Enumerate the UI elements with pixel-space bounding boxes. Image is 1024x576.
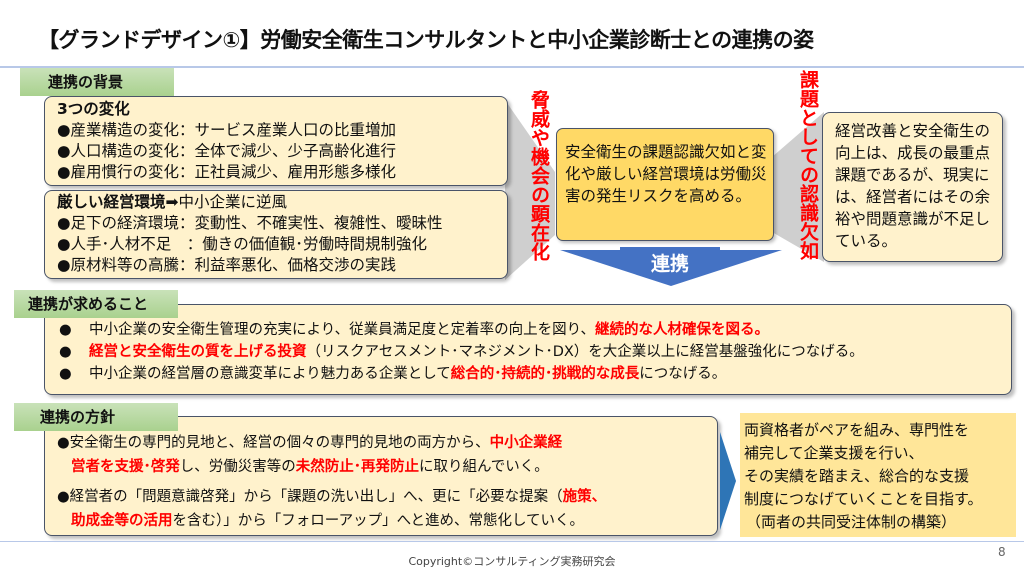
policy-item-1: ●安全衛生の専門的見地と、経営の個々の専門的見地の両方から、中小企業経	[57, 431, 717, 455]
goal-line: 制度につなげていくことを目指す。	[744, 490, 983, 508]
changes-heading: 3つの変化	[57, 100, 130, 118]
collab-arrow-label: 連携	[650, 253, 689, 275]
requirement-item: ●中小企業の安全衛生管理の充実により、従業員満足度と定着率の向上を図り、継続的な…	[59, 322, 770, 338]
requirement-item: ●経営と安全衛生の質を上げる投資（リスクアセスメント･マネジメント･DX）を大企…	[59, 344, 864, 360]
policy-box: ●安全衛生の専門的見地と、経営の個々の専門的見地の両方から、中小企業経 営者を支…	[44, 416, 718, 536]
segment: 中小企業の安全衛生管理の充実により、従業員満足度と定着率の向上を図り、	[89, 322, 596, 338]
policy-item-1-cont: 営者を支援･啓発し、労働災害等の未然防止･再発防止に取り組んでいく。	[57, 455, 717, 479]
segment: 経営と安全衛生の質を上げる投資	[89, 344, 307, 360]
segment: 中小企業の経営層の意識変革により魅力ある企業として	[89, 366, 451, 382]
issue-label: 課題としての認識欠如	[797, 70, 819, 260]
segment: 施策、	[562, 489, 607, 505]
segment: を含む）」から「フォローアップ」へと進め、常態化していく。	[172, 513, 585, 529]
policy-item-2: ●経営者の「問題意識啓発」から「課題の洗い出し」へ、更に「必要な提案（施策、	[57, 485, 717, 509]
requirements-box: ●中小企業の安全衛生管理の充実により、従業員満足度と定着率の向上を図り、継続的な…	[44, 304, 1012, 395]
footer-divider	[0, 541, 1024, 542]
segment: に取り組んでいく。	[419, 459, 549, 475]
list-item: ●原材料等の高騰：利益率悪化、価格交渉の実践	[57, 256, 397, 274]
segment: ●安全衛生の専門的見地と、経営の個々の専門的見地の両方から、	[57, 435, 490, 451]
segment: （リスクアセスメント･マネジメント･DX）を大企業以上に経営基盤強化につなげる。	[306, 344, 864, 360]
segment: し、労働災害等の	[179, 459, 296, 475]
tab-policy: 連携の方針	[14, 403, 178, 431]
segment: 営者を支援･啓発	[71, 459, 180, 475]
requirement-item: ●中小企業の経営層の意識変革により魅力ある企業として総合的･持続的･挑戦的な成長…	[59, 366, 727, 382]
list-item: ●足下の経済環境：変動性、不確実性、複雑性、曖昧性	[57, 214, 443, 232]
segment: 継続的な人材確保を図る。	[595, 322, 770, 338]
threat-label: 脅威や機会の顕在化	[528, 90, 550, 261]
segment: 総合的･持続的･挑戦的な成長	[450, 366, 640, 382]
slide-title: 【グランドデザイン①】労働安全衛生コンサルタントと中小企業診断士との連携の姿	[38, 28, 814, 52]
center-risk-box: 安全衛生の課題認識欠如と変化や厳しい経営環境は労働災害の発生リスクを高める。	[556, 128, 774, 241]
list-item: ●産業構造の変化：サービス産業人口の比重増加	[57, 121, 397, 139]
page-number: 8	[998, 545, 1006, 559]
segment: につなげる。	[639, 366, 727, 382]
tab-requirements: 連携が求めること	[14, 290, 178, 318]
policy-item-2-cont: 助成金等の活用を含む）」から「フォローアップ」へと進め、常態化していく。	[57, 509, 717, 533]
collab-arrow-stem	[620, 247, 720, 261]
goal-line: （両者の共同受注体制の構築）	[746, 513, 957, 531]
environment-heading: 厳しい経営環境	[57, 193, 166, 211]
list-item: ●人口構造の変化：全体で減少、少子高齢化進行	[57, 142, 397, 160]
goal-line: 両資格者がペアを組み、専門性を	[744, 421, 970, 439]
list-item: ●雇用慣行の変化：正社員減少、雇用形態多様化	[57, 163, 397, 181]
triangle-arrow-icon	[720, 432, 736, 530]
segment: 助成金等の活用	[71, 513, 173, 529]
title-divider	[0, 66, 1024, 68]
tab-background: 連携の背景	[20, 68, 174, 96]
segment: 中小企業経	[489, 435, 563, 451]
three-changes-box: 3つの変化 ●産業構造の変化：サービス産業人口の比重増加 ●人口構造の変化：全体…	[44, 96, 508, 186]
goal-line: 補完して企業支援を行い、	[744, 444, 924, 462]
segment: 未然防止･再発防止	[295, 459, 419, 475]
copyright: Copyright©コンサルティング実務研究会	[408, 555, 616, 568]
goal-line: その実績を踏まえ、総合的な支援	[744, 467, 970, 485]
goal-box: 両資格者がペアを組み、専門性を 補完して企業支援を行い、 その実績を踏まえ、総合…	[740, 413, 1016, 537]
environment-heading-rest: ➡中小企業に逆風	[165, 193, 288, 211]
list-item: ●人手･人材不足 ：働きの価値観･労働時間規制強化	[57, 235, 428, 253]
right-issue-box: 経営改善と安全衛生の向上は、成長の最重点課題であるが、現実には、経営者にはその余…	[822, 112, 1003, 262]
business-environment-box: 厳しい経営環境➡中小企業に逆風 ●足下の経済環境：変動性、不確実性、複雑性、曖昧…	[44, 190, 508, 279]
segment: ●経営者の「問題意識啓発」から「課題の洗い出し」へ、更に「必要な提案（	[57, 489, 563, 505]
